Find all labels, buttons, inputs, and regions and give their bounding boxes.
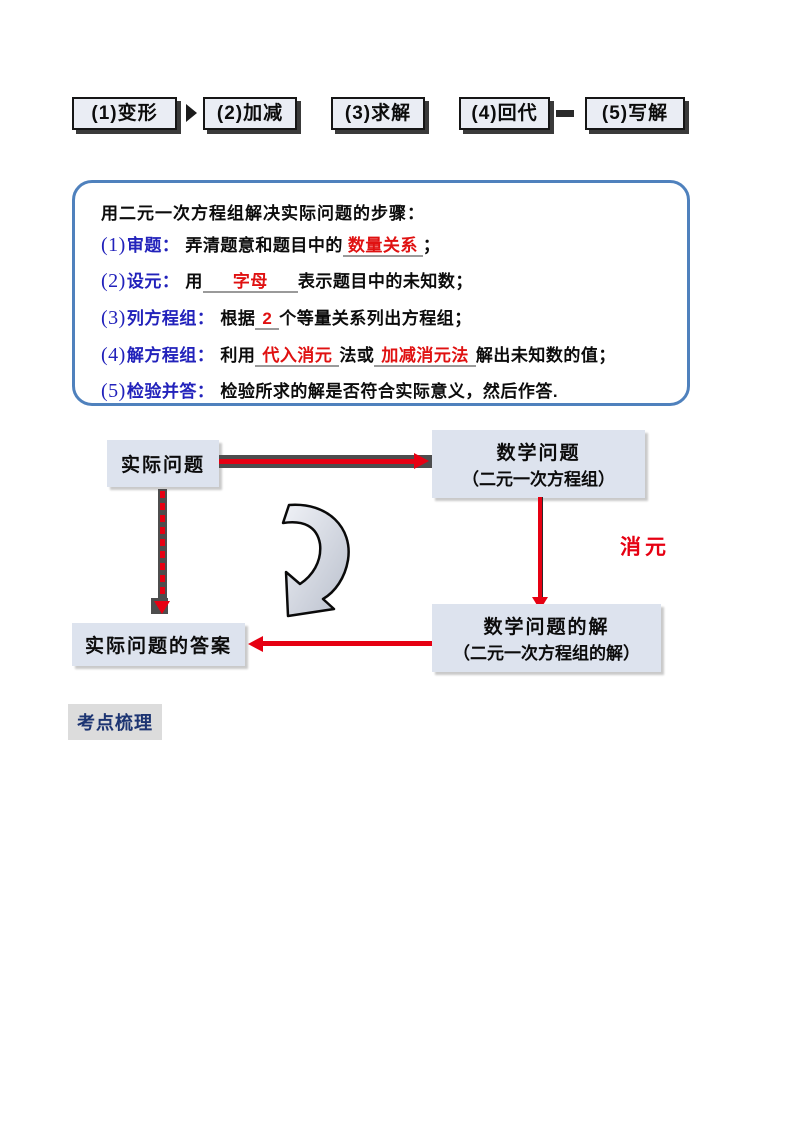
step-text: 检验所求的解是否符合实际意义，然后作答.	[220, 382, 559, 401]
flow-box-label: 实际问题	[120, 455, 205, 476]
flow-box-label: 实际问题的答案	[84, 636, 232, 657]
step-text: 弄清题意和题目中的	[185, 236, 343, 255]
panel-step-4: (4)解方程组： 利用代入消元法或加减消元法解出未知数的值；	[101, 341, 616, 367]
step-number: (3)	[101, 307, 126, 329]
flow-box-math-solution: 数学问题的解 （二元一次方程组的解）	[432, 604, 661, 672]
blank-answer: 数量关系	[342, 236, 423, 257]
curved-down-left-arrow-icon	[281, 503, 350, 618]
blank-answer: 加减消元法	[374, 346, 476, 367]
flow-box-math-problem: 数学问题 （二元一次方程组）	[432, 430, 645, 498]
flow-box-sublabel: （二元一次方程组的解）	[453, 644, 640, 663]
step-text: 解出未知数的值；	[475, 346, 616, 365]
flow-box-practical-answer: 实际问题的答案	[72, 623, 245, 666]
step-text: 表示题目中的未知数；	[297, 272, 473, 291]
step-number: (1)	[101, 234, 126, 256]
blank-answer: 代入消元	[255, 346, 340, 367]
connector-dash-icon	[556, 110, 574, 117]
arrowhead-down-icon	[154, 601, 170, 614]
blank-answer: 字母	[202, 272, 298, 293]
step-text: 个等量关系列出方程组；	[279, 309, 472, 328]
step-number: (4)	[101, 344, 126, 366]
panel-step-2: (2)设元： 用字母表示题目中的未知数；	[101, 267, 473, 293]
arrowhead-left-icon	[248, 636, 263, 652]
step-label: 审题	[126, 236, 162, 255]
step-colon: ：	[161, 236, 180, 255]
step-text: 法或	[339, 346, 375, 365]
panel-step-5: (5)检验并答： 检验所求的解是否符合实际意义，然后作答.	[101, 377, 558, 403]
step-text: 根据	[220, 309, 256, 328]
flow-box-label: 数学问题的解	[483, 617, 610, 638]
step-number: (2)	[101, 270, 126, 292]
step-colon: ：	[196, 382, 215, 401]
flow-box-label: 数学问题	[496, 443, 581, 464]
panel-step-1: (1)审题： 弄清题意和题目中的数量关系；	[101, 231, 440, 257]
step-box-3: (3)求解	[331, 97, 425, 130]
panel-title: 用二元一次方程组解决实际问题的步骤：	[101, 204, 425, 223]
flow-box-sublabel: （二元一次方程组）	[462, 470, 615, 489]
dashed-arrow-problem-to-answer	[160, 491, 165, 603]
step-colon: ：	[196, 346, 215, 365]
arrowhead-right-icon	[414, 453, 429, 469]
step-number: (5)	[101, 380, 126, 402]
step-label: 设元	[126, 272, 162, 291]
step-box-2: (2)加减	[203, 97, 297, 130]
right-arrow-icon	[186, 104, 197, 122]
steps-panel: 用二元一次方程组解决实际问题的步骤： (1)审题：弄清题意和题目中的数量关系； …	[72, 180, 690, 406]
blank-answer: 2	[255, 309, 280, 330]
step-text: ；	[422, 236, 441, 255]
step-text: 用	[185, 272, 203, 291]
step-box-4: (4)回代	[459, 97, 550, 130]
step-colon: ：	[161, 272, 180, 291]
step-box-1: (1)变形	[72, 97, 177, 130]
elimination-label: 消元	[620, 536, 670, 559]
arrow-solution-to-answer	[262, 641, 432, 646]
step-text: 利用	[220, 346, 256, 365]
step-label: 解方程组	[126, 346, 197, 365]
step-colon: ：	[196, 309, 215, 328]
section-heading-kaodian-shuli: 考点梳理	[68, 704, 162, 740]
step-label: 检验并答	[126, 382, 197, 401]
flow-box-practical-problem: 实际问题	[107, 440, 219, 487]
step-box-5: (5)写解	[585, 97, 685, 130]
arrow-math-to-solution	[538, 497, 543, 600]
arrow-problem-to-math	[219, 459, 415, 464]
step-label: 列方程组	[126, 309, 197, 328]
